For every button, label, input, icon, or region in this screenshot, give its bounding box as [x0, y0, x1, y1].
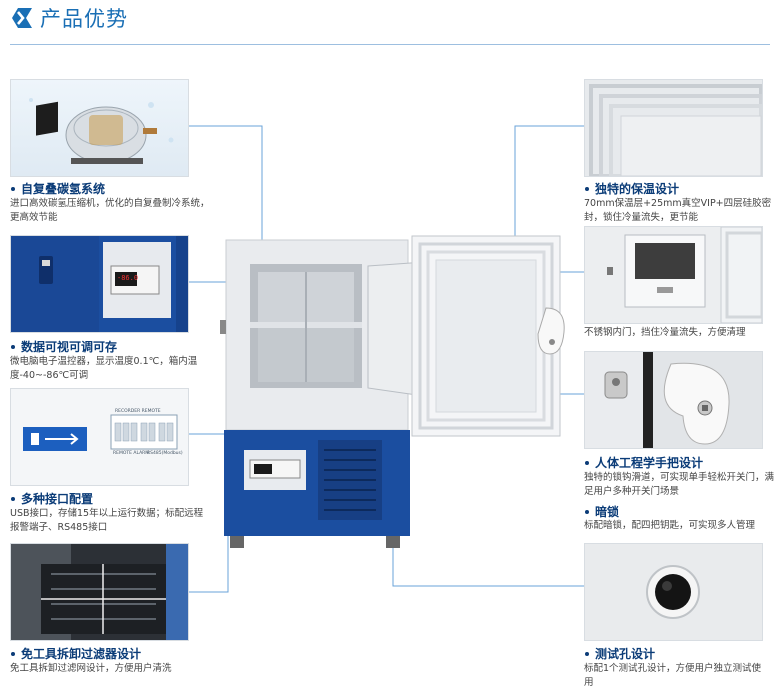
header-divider — [10, 44, 770, 45]
feature-title: 自复叠碳氢系统 — [10, 180, 105, 197]
freezer-illustration — [220, 235, 565, 548]
feature-title: 独特的保温设计 — [584, 180, 679, 197]
feature-desc: 不锈钢内门，挡住冷量流失，方便清理 — [584, 327, 746, 338]
inner-door-image — [584, 226, 763, 324]
handle-image — [584, 351, 763, 449]
interface-image: RECORDER REMOTE REMOTE ALARM RS485(Modbu… — [10, 388, 189, 486]
feature-desc: 独特的锁钩滑道，可实现单手轻松开关门，满足用户多种开关门场景 — [584, 472, 775, 497]
feature-title: 数据可视可调可存 — [10, 338, 117, 355]
test-port-image — [584, 543, 763, 641]
feature-title: 多种接口配置 — [10, 490, 93, 507]
feature-desc: 70mm保温层+25mm真空VIP+四层硅胶密封，锁住冷量流失，更节能 — [584, 198, 772, 223]
feature-desc: 进口高效碳氢压缩机，优化的自复叠制冷系统，更高效节能 — [10, 198, 210, 223]
controller-image: -86.0 — [10, 235, 189, 333]
interface-label: REMOTE ALARM — [113, 451, 150, 456]
feature-title: 免工具拆卸过滤器设计 — [10, 645, 141, 662]
interface-label: RS485(Modbus) — [147, 451, 183, 456]
feature-desc: 标配1个测试孔设计，方便用户独立测试使用 — [584, 663, 762, 688]
feature-desc: 微电脑电子温控器，显示温度0.1℃，箱内温度-40~-86℃可调 — [10, 356, 198, 381]
feature-desc: USB接口，存储15年以上运行数据；标配远程报警端子、RS485接口 — [10, 508, 204, 533]
interface-label: RECORDER REMOTE — [115, 409, 161, 414]
page-title: 产品优势 — [40, 7, 128, 31]
feature-desc: 免工具拆卸过滤网设计，方便用户清洗 — [10, 663, 172, 674]
feature-title: 人体工程学手把设计 — [584, 454, 703, 471]
filter-image — [10, 543, 189, 641]
door-seal-image — [584, 79, 763, 177]
feature-title: 暗锁 — [584, 503, 619, 520]
feature-desc: 标配暗锁，配四把钥匙，可实现多人管理 — [584, 520, 756, 531]
chevron-icon — [12, 8, 32, 28]
compressor-image — [10, 79, 189, 177]
feature-title: 测试孔设计 — [584, 645, 655, 662]
controller-reading: -86.0 — [117, 274, 139, 282]
